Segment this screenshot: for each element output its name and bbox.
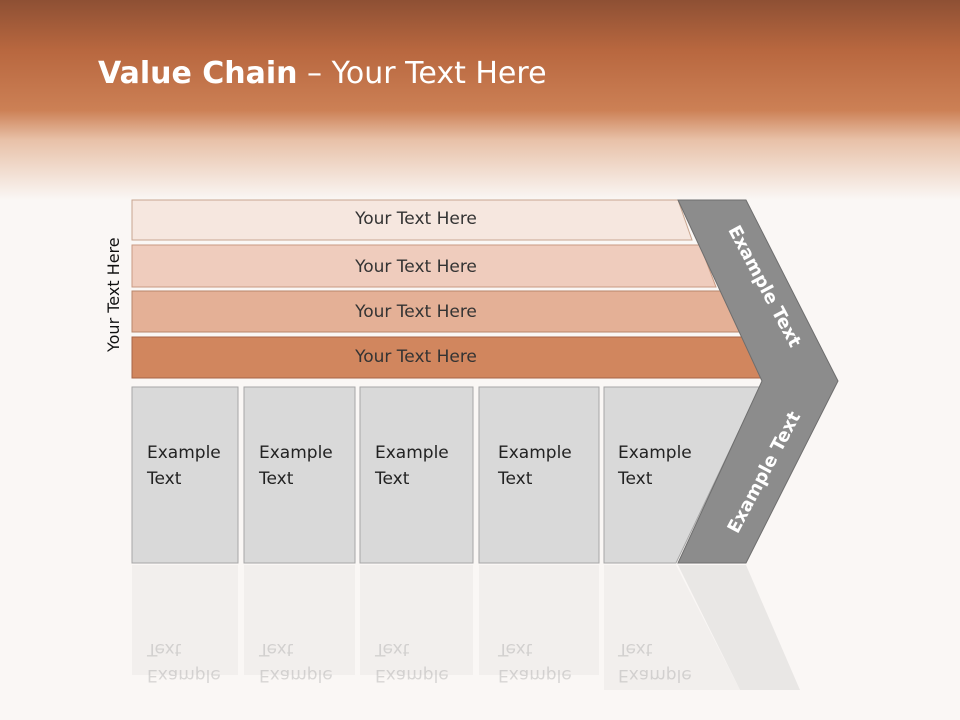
- box-1-shape: [131, 386, 239, 564]
- box-2-shape: [243, 386, 356, 564]
- header-band: [0, 0, 960, 200]
- bar-2-shape: [131, 244, 717, 288]
- box-4-shape: [478, 386, 600, 564]
- chevron-shape: [677, 199, 839, 564]
- box-5-shape: [603, 386, 761, 564]
- bar-1-shape: [131, 199, 693, 241]
- bar-3-label: Your Text Here: [355, 302, 477, 322]
- reflection-group: [132, 565, 800, 690]
- box-3-shape: [359, 386, 474, 564]
- title-rest: – Your Text Here: [297, 56, 547, 91]
- bar-1-label: Your Text Here: [355, 209, 477, 229]
- title-bold: Value Chain: [98, 56, 298, 91]
- bar-4-label: Your Text Here: [355, 347, 477, 367]
- slide-title: Value Chain – Your Text Here: [98, 56, 547, 91]
- bar-2-label: Your Text Here: [355, 257, 477, 277]
